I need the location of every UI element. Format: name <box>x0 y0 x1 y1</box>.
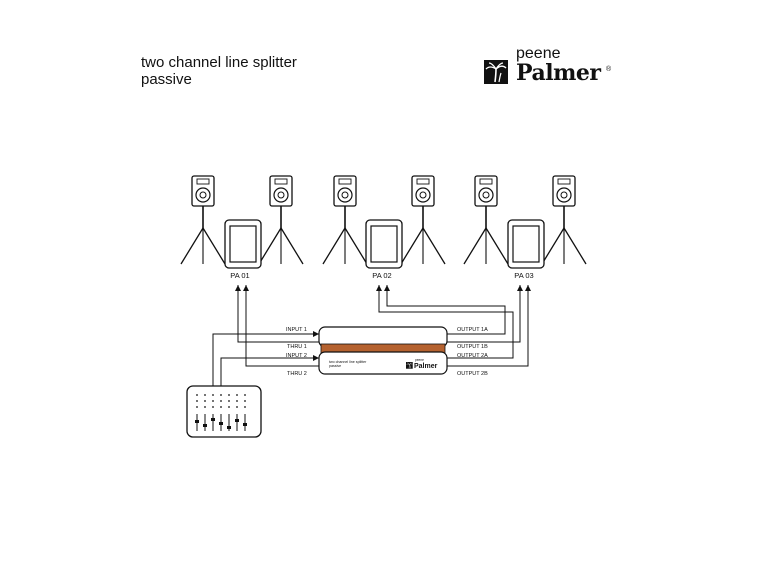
pa-label-3: PA 03 <box>514 271 533 280</box>
monitor-icon <box>224 219 262 269</box>
connection-lines <box>212 285 531 386</box>
label-thru-2: THRU 2 <box>287 371 307 377</box>
speaker-icon <box>258 175 304 265</box>
device-brand: Palmer <box>414 363 438 370</box>
title-line-2: passive <box>141 71 192 88</box>
pa-system-3: PA 03 <box>463 175 587 280</box>
device-brand-small: peene <box>415 358 424 362</box>
brand-logo-text: Palmer <box>516 60 601 86</box>
pa-label-1: PA 01 <box>230 271 249 280</box>
speaker-icon <box>322 175 368 265</box>
monitor-icon <box>507 219 545 269</box>
label-output-2a: OUTPUT 2A <box>457 353 488 359</box>
label-output-2b: OUTPUT 2B <box>457 371 488 377</box>
mixer-icon <box>186 385 262 438</box>
label-output-1a: OUTPUT 1A <box>457 327 488 333</box>
label-output-1b: OUTPUT 1B <box>457 344 488 350</box>
label-thru-1: THRU 1 <box>287 344 307 350</box>
speaker-icon <box>400 175 446 265</box>
title-line-1: two channel line splitter <box>141 54 297 71</box>
palm-tree-icon <box>483 59 509 85</box>
monitor-icon <box>365 219 403 269</box>
speaker-icon <box>463 175 509 265</box>
label-input-2: INPUT 2 <box>286 353 307 359</box>
label-input-1: INPUT 1 <box>286 327 307 333</box>
splitter-device: two channel line splitter passive peene … <box>318 326 448 375</box>
pa-label-2: PA 02 <box>372 271 391 280</box>
pa-system-2: PA 02 <box>322 175 446 280</box>
pa-system-1: PA 01 <box>180 175 304 280</box>
registered-mark: ® <box>606 66 612 73</box>
speaker-icon <box>180 175 226 265</box>
speaker-icon <box>541 175 587 265</box>
device-label-line-2: passive <box>329 364 341 368</box>
palm-tree-icon <box>405 361 413 369</box>
brand-small-text: peene <box>516 45 561 62</box>
device-label-line-1: two channel line splitter <box>329 360 367 364</box>
